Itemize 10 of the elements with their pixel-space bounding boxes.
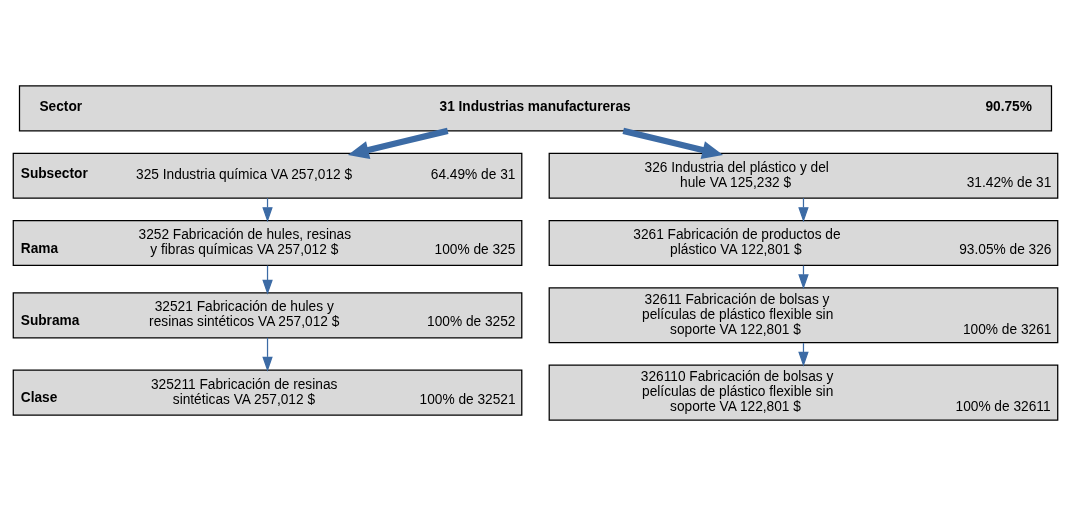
node-box: 326110 Fabricación de bolsas y películas de plástico flexible sin soporte VA 122,801 $ 100% de 32611 xyxy=(548,364,1059,421)
node-box: Sector 31 Industrias manufactureras 90.75% xyxy=(18,85,1053,132)
node-box: 3261 Fabricación de productos de plástico VA 122,801 $ 93.05% de 326 xyxy=(548,219,1059,267)
node-box: Subrama 32521 Fabricación de hules y resinas sintéticos VA 257,012 $ 100% de 3252 xyxy=(12,292,523,339)
node-box: 326 Industria del plástico y del hule VA 125,232 $ 31.42% de 31 xyxy=(548,152,1059,199)
node-box: Clase 325211 Fabricación de resinas sintéticas VA 257,012 $ 100% de 32521 xyxy=(12,369,523,416)
node-box: Subsector 325 Industria química VA 257,012 $ 64.49% de 31 xyxy=(12,152,523,199)
node-box: Rama 3252 Fabricación de hules, resinas y fibras químicas VA 257,012 $ 100% de 325 xyxy=(12,219,523,267)
node-box: 32611 Fabricación de bolsas y películas de plástico flexible sin soporte VA 122,801 $ 100% de 3261 xyxy=(548,287,1059,344)
arrow xyxy=(262,337,273,372)
